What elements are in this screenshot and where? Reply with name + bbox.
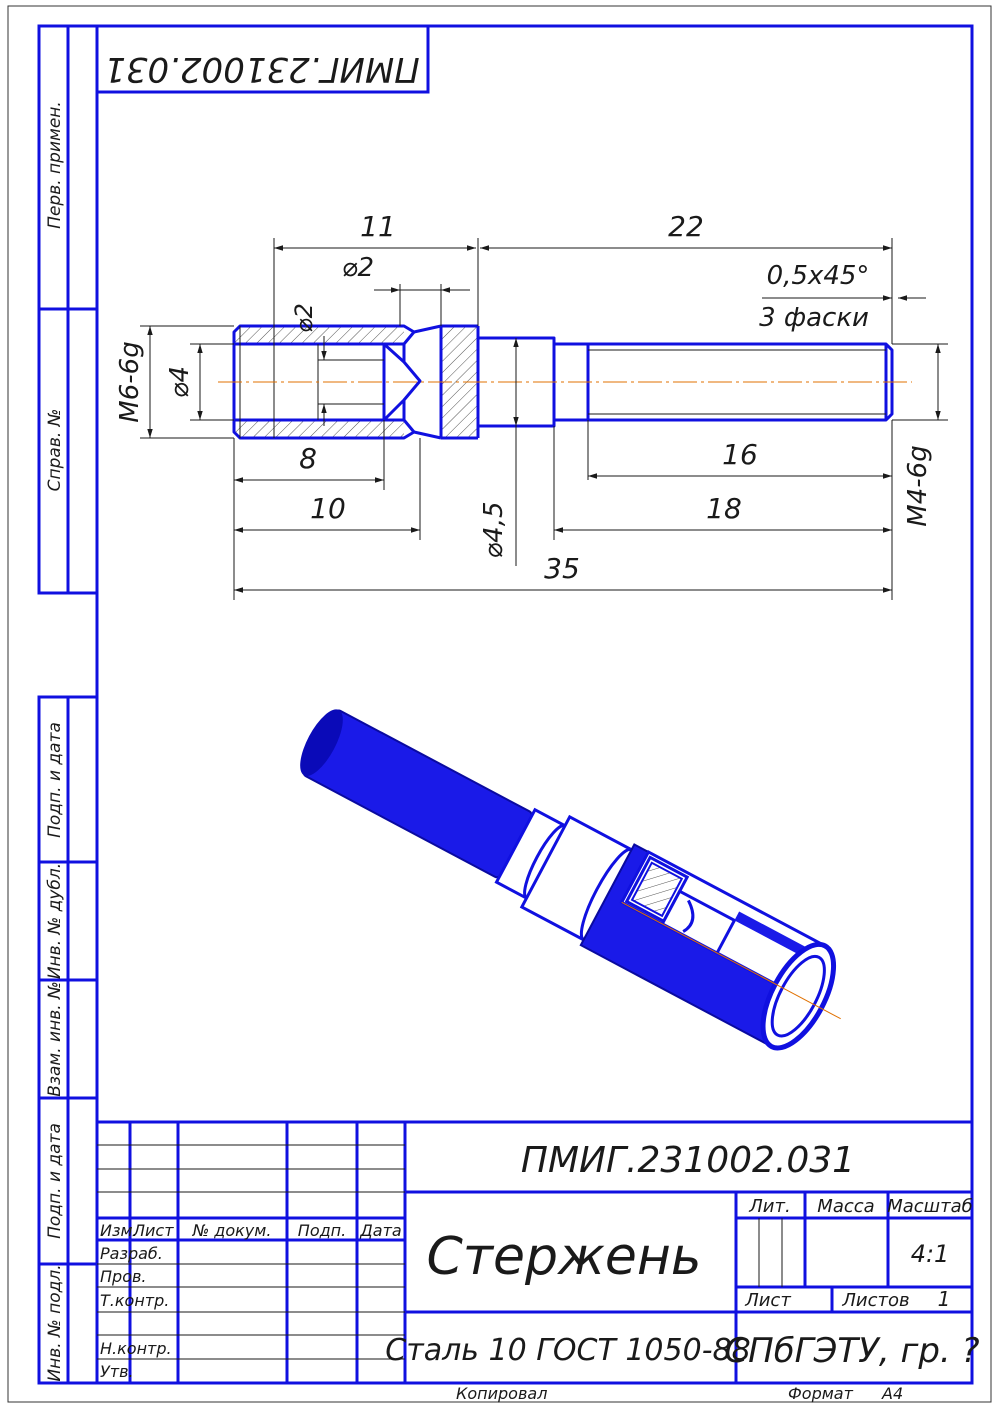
col-list: Лист <box>132 1221 174 1240</box>
dim-11: 11 <box>360 210 396 243</box>
title-part-name: Стержень <box>426 1227 701 1287</box>
part-side-view <box>218 324 912 440</box>
title-block <box>97 1120 972 1383</box>
col-doc: № докум. <box>192 1221 272 1240</box>
title-doc-number: ПМИГ.231002.031 <box>521 1140 855 1181</box>
dim-phi4: ⌀4 <box>165 366 195 398</box>
dim-10: 10 <box>310 492 346 525</box>
dim-thread-m6: М6-6g <box>115 341 145 422</box>
dimension-labels: 11 22 ⌀2 0,5x45° 3 фаски ⌀2 М6-6g ⌀4 8 1… <box>115 210 933 585</box>
row-utv: Утв. <box>100 1362 134 1381</box>
title-block-text: ПМИГ.231002.031 Стержень Сталь 10 ГОСТ 1… <box>100 1140 980 1403</box>
dim-22: 22 <box>668 210 704 243</box>
format-value: А4 <box>881 1384 903 1403</box>
side-label-inv-podl: Инв. № подл. <box>45 1264 65 1381</box>
dim-8: 8 <box>299 442 317 475</box>
side-label-podp-data-2: Подп. и дата <box>45 1123 65 1239</box>
col-data: Дата <box>359 1221 401 1240</box>
title-lit-label: Лит. <box>748 1196 790 1217</box>
row-razrab: Разраб. <box>100 1244 163 1263</box>
title-sheets-label: Листов <box>841 1290 909 1311</box>
side-label-sprav: Справ. № <box>45 409 65 492</box>
dim-thread-m4: М4-6g <box>903 445 933 526</box>
row-nkontr: Н.контр. <box>100 1339 172 1358</box>
dim-phi2-top: ⌀2 <box>342 253 374 283</box>
col-izm: Изм. <box>100 1221 138 1240</box>
side-label-perv-primen: Перв. примен. <box>45 101 65 229</box>
doc-number-rotated: ПМИГ.231002.031 <box>104 49 420 89</box>
title-scale-label: Масштаб <box>887 1196 973 1217</box>
side-label-inv-dubl: Инв. № дубл. <box>45 863 65 979</box>
side-label-podp-data-1: Подп. и дата <box>45 722 65 838</box>
row-prov: Пров. <box>100 1267 147 1286</box>
col-podp: Подп. <box>298 1221 346 1240</box>
row-tkontr: Т.контр. <box>100 1291 169 1310</box>
dim-phi2-vert: ⌀2 <box>290 303 318 333</box>
title-mass-label: Масса <box>817 1196 874 1217</box>
title-material: Сталь 10 ГОСТ 1050-88 <box>385 1333 750 1368</box>
dim-16: 16 <box>722 438 758 471</box>
title-sheet-label: Лист <box>744 1290 791 1311</box>
title-scale-value: 4:1 <box>911 1240 950 1268</box>
dim-phi45: ⌀4,5 <box>479 501 509 558</box>
dim-chamfer-1: 0,5x45° <box>767 261 870 291</box>
title-block-thin <box>97 1144 783 1360</box>
dim-35: 35 <box>544 552 580 585</box>
copied-label: Копировал <box>456 1384 547 1403</box>
side-strip: Перв. примен. Справ. № Подп. и дата Инв.… <box>45 101 65 1381</box>
side-label-vzam-inv: Взам. инв. № <box>45 981 65 1096</box>
dim-chamfer-2: 3 фаски <box>759 303 869 333</box>
dimension-lines <box>140 238 948 600</box>
isometric-view <box>300 709 841 1051</box>
format-label: Формат <box>788 1384 854 1403</box>
title-organization: СПбГЭТУ, гр. ? <box>724 1331 979 1371</box>
title-sheets-value: 1 <box>938 1287 951 1311</box>
sheet-frame <box>7 5 992 1403</box>
dim-18: 18 <box>706 492 742 525</box>
